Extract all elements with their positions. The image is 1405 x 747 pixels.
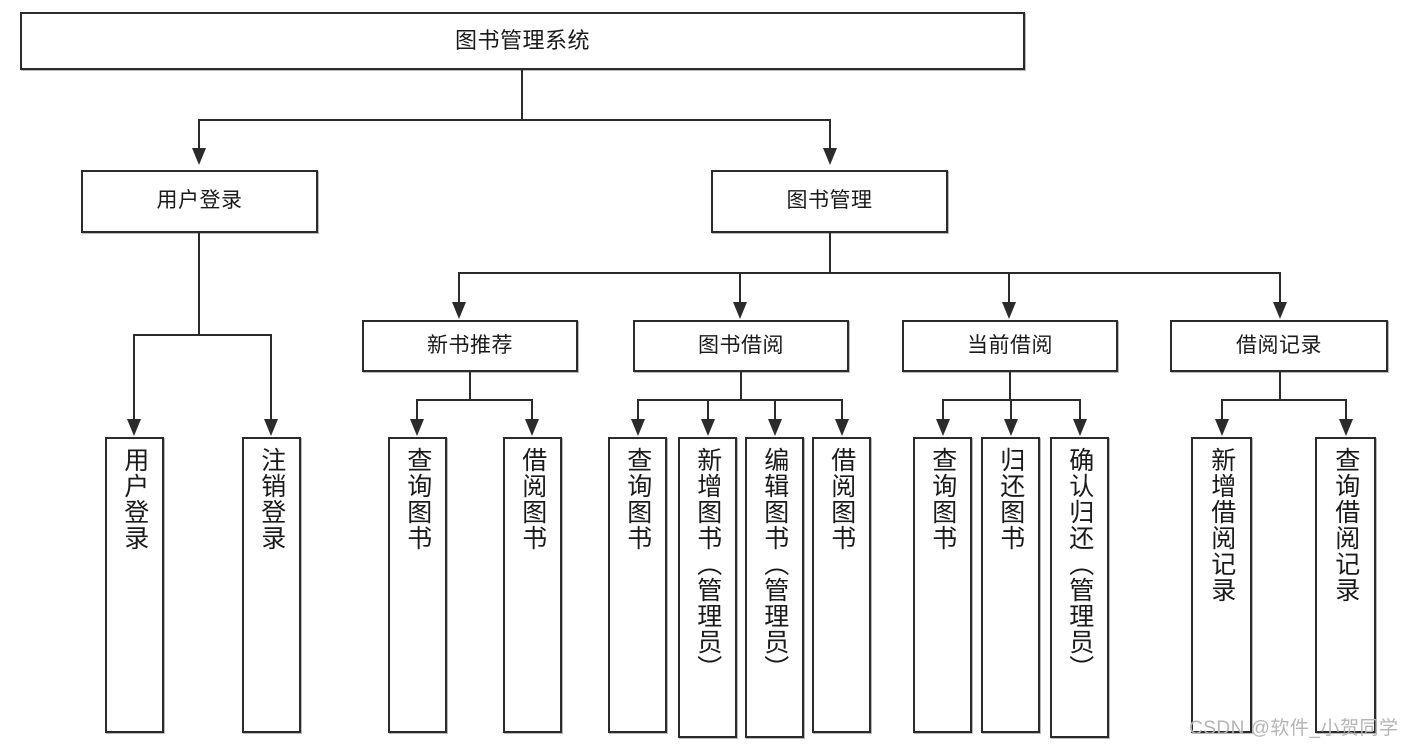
- node-new-book-recommend[interactable]: 新书推荐: [362, 320, 578, 372]
- leaf-record-add-record[interactable]: 新增借阅记录: [1191, 437, 1252, 733]
- node-root-system[interactable]: 图书管理系统: [20, 12, 1025, 70]
- node-label: 新书推荐: [427, 333, 513, 357]
- node-label: 新增借阅记录: [1207, 447, 1236, 603]
- leaf-current-return-book[interactable]: 归还图书: [981, 437, 1040, 733]
- node-label: 查询借阅记录: [1331, 447, 1360, 603]
- connector-book-borrow-bar: [637, 399, 841, 401]
- leaf-user-login[interactable]: 用户登录: [105, 437, 164, 733]
- arrow-to-leaf-new-book-query: [410, 419, 424, 436]
- connector-book-manage-child-4: [1279, 272, 1281, 303]
- connector-borrow-record-child-2: [1345, 399, 1347, 420]
- connector-book-borrow-stem: [740, 372, 742, 400]
- arrow-to-leaf-logout: [264, 419, 278, 436]
- arrow-to-leaf-record-query: [1339, 419, 1353, 436]
- node-label: 注销登录: [257, 447, 286, 551]
- connector-user-login-child-1: [133, 334, 135, 420]
- arrow-to-borrow-record: [1273, 302, 1287, 319]
- node-current-borrow[interactable]: 当前借阅: [902, 320, 1118, 372]
- node-label: 查询图书: [623, 447, 652, 551]
- node-label: 图书借阅: [698, 333, 784, 357]
- connector-borrow-record-bar: [1221, 399, 1347, 401]
- node-label: 当前借阅: [967, 333, 1053, 357]
- leaf-borrow-add-book[interactable]: 新增图书（管理员）: [678, 437, 737, 738]
- node-user-login[interactable]: 用户登录: [81, 170, 318, 233]
- leaf-current-query-book[interactable]: 查询图书: [913, 437, 972, 733]
- arrow-to-leaf-borrow-edit: [768, 419, 782, 436]
- arrow-to-leaf-current-query: [936, 419, 950, 436]
- connector-current-borrow-child-2: [1010, 399, 1012, 420]
- connector-borrow-record-child-1: [1221, 399, 1223, 420]
- connector-new-book-child-1: [416, 399, 418, 420]
- node-label: 查询图书: [403, 447, 432, 551]
- leaf-logout[interactable]: 注销登录: [242, 437, 301, 733]
- connector-new-book-child-2: [531, 399, 533, 420]
- arrow-to-leaf-current-return: [1004, 419, 1018, 436]
- arrow-to-user-login: [192, 148, 206, 165]
- connector-current-borrow-child-1: [942, 399, 944, 420]
- node-label: 确认归还（管理员）: [1065, 447, 1094, 681]
- leaf-borrow-edit-book[interactable]: 编辑图书（管理员）: [745, 437, 804, 738]
- node-book-borrow[interactable]: 图书借阅: [633, 320, 849, 372]
- connector-current-borrow-child-3: [1079, 399, 1081, 420]
- leaf-record-query-record[interactable]: 查询借阅记录: [1315, 437, 1376, 733]
- connector-book-manage-child-1: [458, 272, 460, 303]
- connector-book-manage-child-2: [739, 272, 741, 303]
- leaf-new-book-query-book[interactable]: 查询图书: [388, 437, 447, 733]
- connector-new-book-bar: [416, 399, 532, 401]
- connector-new-book-stem: [469, 372, 471, 400]
- node-label: 用户登录: [120, 447, 149, 551]
- node-label: 编辑图书（管理员）: [760, 447, 789, 681]
- connector-current-borrow-stem: [1009, 372, 1011, 400]
- arrow-to-book-borrow: [733, 302, 747, 319]
- node-label: 新增图书（管理员）: [693, 447, 722, 681]
- connector-user-login-bar: [133, 334, 272, 336]
- connector-root-stem: [521, 70, 523, 120]
- connector-root-to-book-manage: [829, 119, 831, 149]
- connector-book-borrow-child-2: [707, 399, 709, 420]
- arrow-to-leaf-borrow-add: [701, 419, 715, 436]
- connector-book-borrow-child-3: [774, 399, 776, 420]
- node-borrow-record[interactable]: 借阅记录: [1170, 320, 1388, 372]
- node-label: 借阅记录: [1236, 333, 1322, 357]
- node-label: 归还图书: [996, 447, 1025, 551]
- arrow-to-leaf-record-add: [1215, 419, 1229, 436]
- arrow-to-new-book-recommend: [452, 302, 466, 319]
- connector-user-login-child-2: [270, 334, 272, 420]
- connector-borrow-record-stem: [1279, 372, 1281, 400]
- arrow-to-leaf-borrow-query: [631, 419, 645, 436]
- connector-root-to-user-login: [198, 119, 200, 149]
- arrow-to-leaf-borrow-borrow: [835, 419, 849, 436]
- connector-book-manage-stem: [829, 233, 831, 273]
- node-label: 借阅图书: [518, 447, 547, 551]
- connector-book-borrow-child-1: [637, 399, 639, 420]
- connector-book-manage-bar: [458, 272, 1281, 274]
- arrow-to-current-borrow: [1002, 302, 1016, 319]
- leaf-borrow-query-book[interactable]: 查询图书: [608, 437, 667, 733]
- connector-book-borrow-child-4: [841, 399, 843, 420]
- connector-user-login-stem: [198, 233, 200, 336]
- node-label: 借阅图书: [827, 447, 856, 551]
- node-label: 图书管理系统: [454, 28, 590, 54]
- leaf-current-confirm-return[interactable]: 确认归还（管理员）: [1050, 437, 1109, 738]
- connector-root-bar: [198, 119, 831, 121]
- node-label: 用户登录: [156, 189, 243, 213]
- node-label: 查询图书: [928, 447, 957, 551]
- arrow-to-book-manage: [823, 148, 837, 165]
- node-book-management[interactable]: 图书管理: [711, 170, 948, 233]
- leaf-new-book-borrow-book[interactable]: 借阅图书: [503, 437, 562, 733]
- leaf-borrow-borrow-book[interactable]: 借阅图书: [812, 437, 871, 733]
- arrow-to-leaf-user-login: [127, 419, 141, 436]
- node-label: 图书管理: [786, 189, 873, 213]
- arrow-to-leaf-new-book-borrow: [525, 419, 539, 436]
- connector-book-manage-child-3: [1008, 272, 1010, 303]
- arrow-to-leaf-current-confirm: [1073, 419, 1087, 436]
